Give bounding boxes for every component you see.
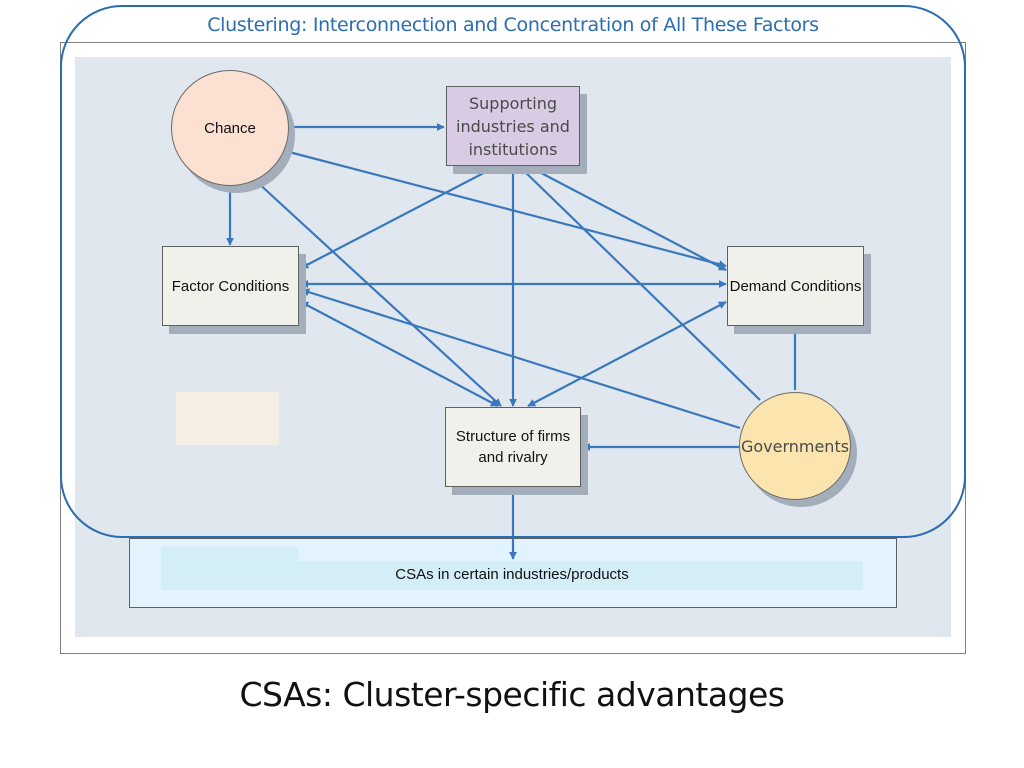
arrow-factor-structure — [300, 301, 499, 407]
csa-highlight-strip — [161, 561, 863, 590]
node-chance: Chance — [171, 70, 289, 186]
arrow-governments-to-supporting — [519, 166, 761, 401]
decorative-rectangle — [176, 392, 279, 445]
node-structure-of-firms: Structure of firms and rivalry — [445, 407, 581, 487]
csa-highlight-tab — [161, 547, 298, 561]
cluster-title: Clustering: Interconnection and Concentr… — [207, 14, 819, 36]
node-governments: Governments — [739, 392, 851, 500]
csa-outcome-label: CSAs in certain industries/products — [395, 566, 629, 583]
arrow-structure-demand — [527, 301, 727, 407]
node-supporting-industries: Supporting industries and institutions — [446, 86, 580, 166]
node-factor-conditions: Factor Conditions — [162, 246, 299, 326]
arrow-supporting-demand — [525, 164, 727, 271]
slide-caption: CSAs: Cluster-specific advantages — [239, 675, 785, 714]
node-demand-conditions: Demand Conditions — [727, 246, 864, 326]
arrow-governments-to-factor — [301, 288, 741, 430]
arrow-factor-supporting — [300, 164, 500, 269]
cluster-outline — [60, 5, 966, 538]
